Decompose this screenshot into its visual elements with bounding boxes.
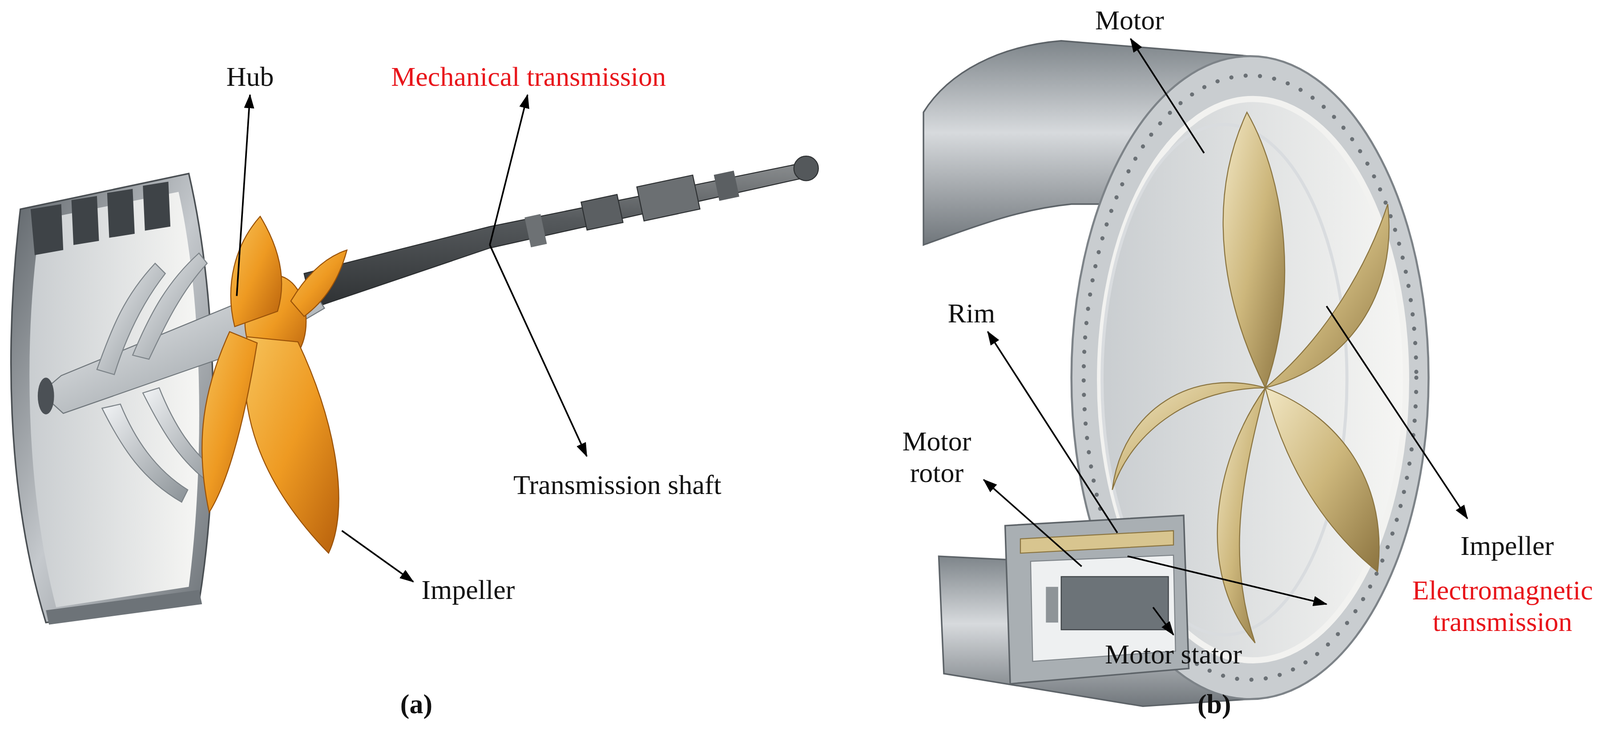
part-label: Motor — [1095, 4, 1165, 37]
drawing-part — [1020, 531, 1174, 554]
part-label: Impeller — [1460, 530, 1554, 562]
panel-letter: (b) — [1197, 688, 1232, 721]
drawing-part — [45, 590, 202, 625]
drawing-part — [1265, 204, 1390, 388]
drawing-part — [101, 404, 188, 503]
drawing-part — [713, 170, 740, 202]
leader-line — [983, 479, 1082, 567]
part-label: Impeller — [421, 574, 515, 606]
part-label: Hub — [226, 60, 275, 93]
leader-line — [987, 331, 1118, 533]
part-label: Rim — [947, 297, 996, 330]
part-label: Motor rotor — [902, 425, 972, 490]
leader-line — [1127, 556, 1327, 605]
shaft-driven-pump — [11, 156, 819, 625]
drawing-part — [244, 336, 339, 554]
part-label: Transmission shaft — [513, 469, 722, 501]
leader-line — [489, 94, 528, 245]
part-label: Motor stator — [1104, 638, 1242, 671]
drawing-part — [201, 331, 258, 513]
drawing-part — [37, 377, 55, 415]
drawing-part — [1217, 387, 1266, 644]
rim-driven-thruster — [923, 40, 1429, 707]
drawing-part — [524, 213, 547, 248]
drawing-part — [1045, 587, 1059, 623]
drawing-part — [132, 253, 207, 360]
drawing-part — [580, 194, 623, 230]
drawing-part — [290, 249, 347, 317]
transmission-label: Electromagnetic transmission — [1412, 574, 1593, 639]
leader-line — [489, 245, 587, 457]
drawing-part — [1265, 387, 1380, 572]
leader-line — [236, 94, 250, 296]
panel-letter: (a) — [400, 688, 433, 721]
drawing-part — [30, 181, 171, 256]
drawing-part — [1061, 576, 1169, 630]
transmission-label: Mechanical transmission — [390, 60, 666, 93]
leader-line — [1152, 607, 1174, 636]
drawing-part — [304, 161, 815, 309]
leader-arrows — [236, 38, 1468, 635]
drawing-part — [636, 175, 701, 222]
drawing-part — [1112, 382, 1266, 491]
leader-line — [341, 531, 414, 583]
drawing-part — [1223, 112, 1285, 388]
leader-line — [1130, 38, 1205, 154]
drawing-part — [793, 156, 819, 181]
leader-line — [1326, 306, 1468, 519]
drawing-part — [11, 173, 214, 623]
